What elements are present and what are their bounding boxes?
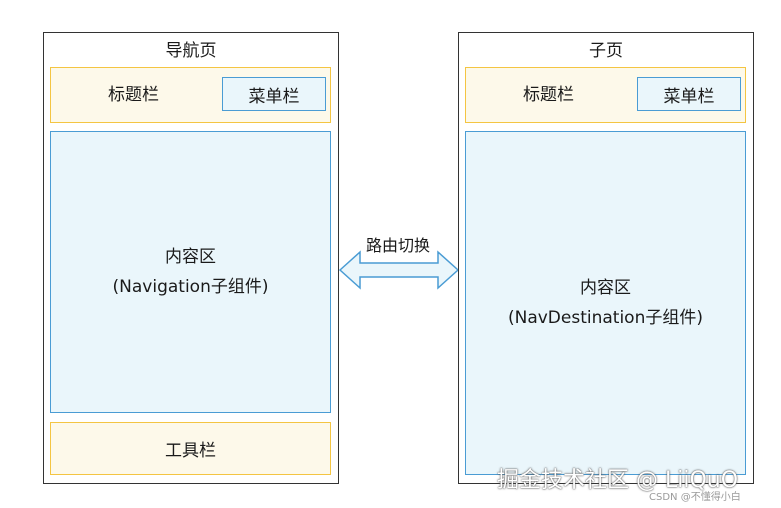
sub-page-title: 子页 [589,41,623,61]
navigation-content-area: 内容区 (Navigation子组件) [50,131,331,413]
navigation-menubar-label: 菜单栏 [248,86,300,107]
watermark-main: 掘金技术社区 @ LiiQuO [497,468,739,493]
navigation-titlebar: 标题栏 菜单栏 [50,67,331,123]
navigation-page-frame: 导航页 标题栏 菜单栏 内容区 (Navigation子组件) 工具栏 [43,32,339,484]
navigation-content-title: 内容区 [165,247,216,267]
navigation-page-title: 导航页 [165,41,217,61]
navigation-titlebar-label: 标题栏 [108,85,159,105]
sub-page-content-subtitle: (NavDestination子组件) [507,308,703,328]
navigation-toolbar-label: 工具栏 [165,441,216,461]
sub-page-menubar-label: 菜单栏 [663,86,715,107]
navigation-menubar: 菜单栏 [222,77,326,111]
sub-page-content-area: 内容区 (NavDestination子组件) [465,131,746,475]
sub-page-titlebar: 标题栏 菜单栏 [465,67,746,123]
bidirectional-arrow-icon [338,250,460,290]
navigation-toolbar: 工具栏 [50,422,331,475]
watermark-small: CSDN @不懂得小白 [649,492,741,503]
route-switch-label: 路由切换 [365,236,430,255]
sub-page-frame: 子页 标题栏 菜单栏 内容区 (NavDestination子组件) [458,32,754,484]
sub-page-titlebar-label: 标题栏 [523,85,574,105]
sub-page-menubar: 菜单栏 [637,77,741,111]
navigation-content-subtitle: (Navigation子组件) [112,277,269,297]
sub-page-content-title: 内容区 [579,278,631,298]
